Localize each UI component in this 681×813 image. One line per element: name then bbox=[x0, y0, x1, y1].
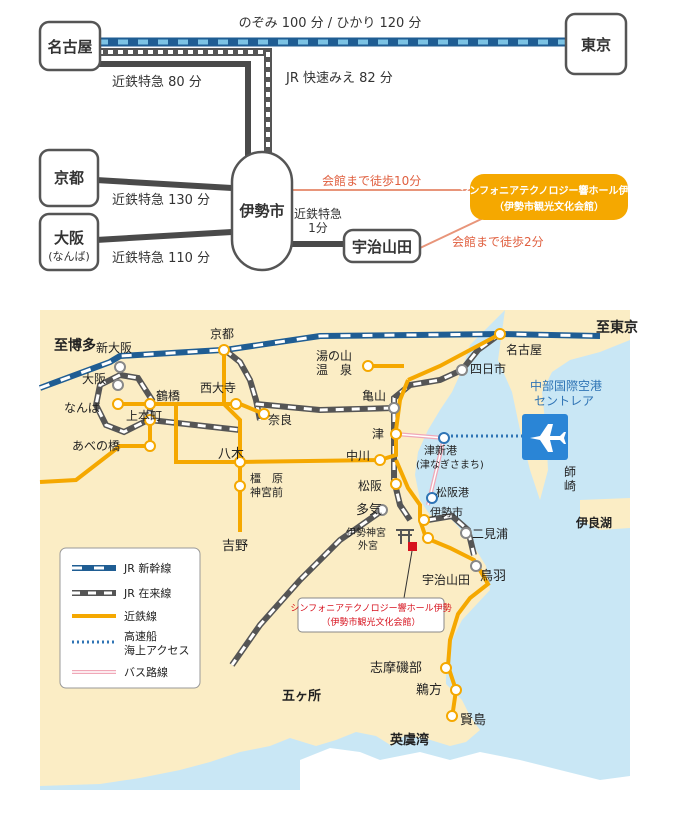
label-ago: 英虞湾 bbox=[389, 732, 429, 748]
station-markers bbox=[112, 328, 506, 722]
jr-mie-line-dash bbox=[98, 50, 270, 160]
kintetsu-nagoya-time-label: 近鉄特急 80 分 bbox=[112, 75, 202, 90]
label-yunoyama-1: 湯の山 bbox=[316, 349, 352, 363]
label-saidaiji: 西大寺 bbox=[200, 381, 236, 395]
venue-box: シンフォニアテクノロジー響ホール伊勢 （伊勢市観光文化会館） bbox=[459, 174, 639, 220]
svg-text:海上アクセス: 海上アクセス bbox=[124, 643, 189, 657]
legend-bus: バス路線 bbox=[72, 665, 168, 679]
venue-callout: シンフォニアテクノロジー響ホール伊勢 （伊勢市観光文化会館） bbox=[290, 597, 452, 633]
legend-shinkansen: JR 新幹線 bbox=[72, 561, 171, 575]
label-futamiura: 二見浦 bbox=[472, 527, 508, 541]
kintetsu-local-label-1: 近鉄特急 bbox=[294, 206, 342, 221]
svg-text:(なんば): (なんば) bbox=[48, 250, 90, 263]
label-shin-osaka: 新大阪 bbox=[96, 340, 132, 355]
label-namba: なんば bbox=[64, 401, 100, 415]
atsumi-peninsula bbox=[580, 498, 630, 530]
label-matsusaka: 松阪 bbox=[358, 479, 382, 493]
label-morozaki-2: 崎 bbox=[564, 479, 576, 493]
label-kashihara-1: 橿 原 bbox=[250, 472, 283, 485]
svg-text:JR 在来線: JR 在来線 bbox=[123, 586, 171, 600]
label-ugata: 鵜方 bbox=[416, 682, 442, 698]
label-tsu-shinko-2: (津なぎさまち) bbox=[416, 458, 484, 471]
station-box-nagoya: 名古屋 bbox=[38, 20, 102, 72]
legend-kintetsu: 近鉄線 bbox=[72, 609, 157, 623]
direction-hakata: 至博多 bbox=[54, 337, 96, 354]
label-gokasho: 五ヶ所 bbox=[282, 688, 321, 704]
svg-text:伊勢市: 伊勢市 bbox=[238, 202, 284, 220]
label-abenobashi: あべの橋 bbox=[72, 439, 120, 453]
svg-text:東京: 東京 bbox=[581, 36, 611, 54]
svg-text:シンフォニアテクノロジー響ホール伊勢: シンフォニアテクノロジー響ホール伊勢 bbox=[459, 184, 638, 197]
svg-text:シンフォニアテクノロジー響ホール伊勢: シンフォニアテクノロジー響ホール伊勢 bbox=[290, 602, 451, 614]
kintetsu-osaka-time-label: 近鉄特急 110 分 bbox=[112, 251, 210, 266]
svg-text:大阪: 大阪 bbox=[54, 229, 85, 247]
label-yokkaichi: 四日市 bbox=[470, 361, 506, 376]
label-taki: 多気 bbox=[356, 502, 382, 518]
label-kyoto: 京都 bbox=[210, 327, 234, 341]
south-coast-water bbox=[300, 748, 630, 790]
svg-text:高速船: 高速船 bbox=[124, 629, 157, 643]
label-ujiyamada: 宇治山田 bbox=[422, 573, 470, 587]
label-kameyama: 亀山 bbox=[362, 389, 386, 403]
direction-tokyo: 至東京 bbox=[596, 319, 638, 336]
airport-marker bbox=[522, 414, 568, 460]
svg-text:名古屋: 名古屋 bbox=[47, 38, 92, 56]
label-matsusaka-ko: 松阪港 bbox=[436, 485, 469, 499]
label-kashikojima: 賢島 bbox=[460, 713, 486, 728]
station-box-ujiyamada: 宇治山田 bbox=[342, 228, 422, 264]
walk-line-ujiyamada bbox=[419, 213, 493, 249]
label-iseshi: 伊勢市 bbox=[430, 505, 463, 519]
label-yagi: 八木 bbox=[218, 447, 244, 462]
svg-text:JR 新幹線: JR 新幹線 bbox=[123, 561, 171, 575]
label-tsu-shinko-1: 津新港 bbox=[424, 443, 457, 457]
label-airport-1: 中部国際空港 bbox=[530, 378, 602, 393]
shrine-icon bbox=[396, 529, 414, 544]
label-yoshino: 吉野 bbox=[222, 539, 248, 554]
label-geku-2: 外宮 bbox=[358, 539, 378, 552]
venue-marker bbox=[408, 542, 417, 551]
walk-iseshi-label: 会館まで徒歩10分 bbox=[322, 173, 421, 188]
svg-text:京都: 京都 bbox=[54, 169, 84, 187]
svg-text:（伊勢市観光文化会館）: （伊勢市観光文化会館） bbox=[494, 200, 604, 213]
shinkansen-time-label: のぞみ 100 分 / ひかり 120 分 bbox=[239, 16, 422, 31]
label-nara: 奈良 bbox=[268, 412, 292, 427]
label-toba: 鳥羽 bbox=[480, 569, 506, 584]
label-tsuruhashi: 鶴橋 bbox=[156, 388, 180, 403]
label-airport-2: セントレア bbox=[534, 394, 594, 408]
kintetsu-kyoto-line bbox=[95, 177, 233, 191]
walk-ujiyamada-label: 会館まで徒歩2分 bbox=[452, 234, 544, 249]
svg-text:（伊勢市観光文化会館）: （伊勢市観光文化会館） bbox=[321, 616, 420, 628]
svg-text:近鉄線: 近鉄線 bbox=[124, 609, 157, 623]
station-box-osaka: 大阪 (なんば) bbox=[38, 212, 100, 272]
label-kashihara-2: 神宮前 bbox=[250, 485, 283, 499]
kintetsu-nagoya-line bbox=[98, 61, 251, 160]
station-box-kyoto: 京都 bbox=[38, 148, 100, 208]
label-geku-1: 伊勢神宮 bbox=[346, 526, 386, 539]
svg-text:バス路線: バス路線 bbox=[124, 665, 168, 679]
label-nagoya: 名古屋 bbox=[506, 342, 542, 357]
legend-jr: JR 在来線 bbox=[72, 586, 171, 600]
station-box-tokyo: 東京 bbox=[564, 12, 628, 76]
kintetsu-local-label-2: 1分 bbox=[308, 221, 328, 235]
station-box-iseshi: 伊勢市 bbox=[230, 150, 294, 272]
map-legend: JR 新幹線 JR 在来線 近鉄線 高速船 海上アクセス バス路線 bbox=[59, 547, 201, 689]
venue-leader-line bbox=[403, 550, 413, 599]
label-tsu: 津 bbox=[372, 427, 384, 441]
legend-ferry: 高速船 海上アクセス bbox=[72, 629, 189, 657]
svg-text:至東京: 至東京 bbox=[596, 319, 638, 336]
label-morozaki-1: 師 bbox=[564, 465, 576, 479]
label-nakagawa: 中川 bbox=[346, 448, 370, 463]
label-uehonmachi: 上本町 bbox=[126, 409, 162, 423]
kintetsu-kyoto-time-label: 近鉄特急 130 分 bbox=[112, 193, 210, 208]
svg-text:至博多: 至博多 bbox=[54, 337, 96, 354]
label-yunoyama-2: 温 泉 bbox=[316, 363, 352, 377]
kintetsu-osaka-line bbox=[95, 229, 233, 243]
label-irago: 伊良湖 bbox=[575, 515, 612, 530]
jr-mie-time-label: JR 快速みえ 82 分 bbox=[285, 71, 393, 86]
svg-text:宇治山田: 宇治山田 bbox=[352, 238, 412, 256]
label-shimaisobe: 志摩磯部 bbox=[370, 660, 422, 676]
label-osaka: 大阪 bbox=[82, 372, 106, 386]
